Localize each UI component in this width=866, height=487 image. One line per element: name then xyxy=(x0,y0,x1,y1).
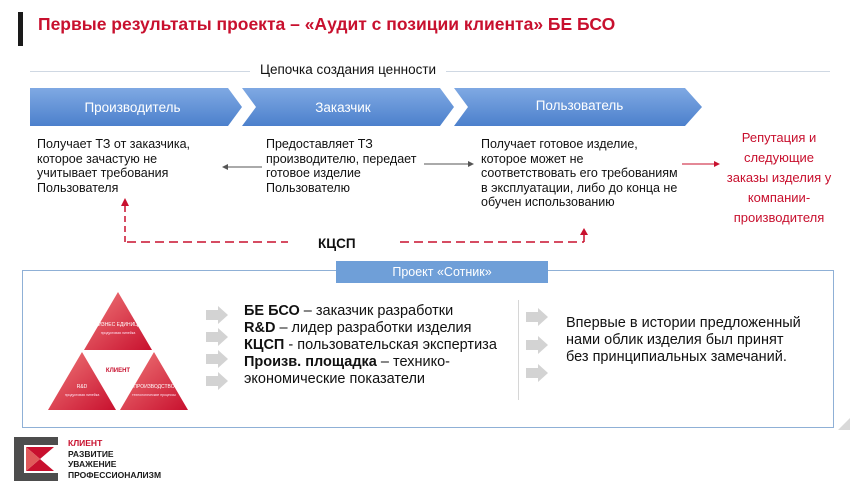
chevron-user xyxy=(454,88,702,126)
gray-arrow-icon xyxy=(206,328,228,346)
role-name: КЦСП xyxy=(244,337,285,353)
triangle-center-label: КЛИЕНТ xyxy=(106,368,131,374)
company-logo-icon xyxy=(14,437,58,481)
role-text: – заказчик разработки xyxy=(299,303,454,319)
customer-description: Предоставляет ТЗ производителю, передает… xyxy=(266,137,417,195)
chain-arrows xyxy=(30,88,702,126)
triangle-left-sub: продуктовая линейка xyxy=(65,393,100,397)
role-item: R&D – лидер разработки изделия xyxy=(244,320,514,337)
triangle-top xyxy=(84,292,152,350)
project-roles: БЕ БСО – заказчик разработки R&D – лидер… xyxy=(244,303,514,388)
arrow-up-red-icon-2 xyxy=(580,228,588,235)
triangle-top-label: БИЗНЕС ЕДИНИЦА xyxy=(95,322,142,328)
feedback-label: КЦСП xyxy=(318,236,356,251)
arrow-left-icon xyxy=(222,164,228,170)
step-user: Пользователь xyxy=(535,97,624,113)
footer-value: ПРОФЕССИОНАЛИЗМ xyxy=(68,469,162,480)
chain-label: Цепочка создания ценности xyxy=(250,62,447,77)
role-item: БЕ БСО – заказчик разработки xyxy=(244,303,514,320)
footer-value: РАЗВИТИЕ xyxy=(68,448,114,459)
arrow-right-red-icon xyxy=(714,161,720,167)
footer-values: КЛИЕНТ РАЗВИТИЕ УВАЖЕНИЕ ПРОФЕССИОНАЛИЗМ xyxy=(68,438,161,480)
column-divider xyxy=(518,300,519,400)
triangle-top-sub: продуктовая линейка xyxy=(101,331,136,335)
result-arrows xyxy=(526,308,548,382)
gray-arrow-icon xyxy=(206,350,228,368)
footer-value: УВАЖЕНИЕ xyxy=(68,459,117,469)
gray-arrow-icon xyxy=(526,308,548,326)
client-triangle-diagram: БИЗНЕС ЕДИНИЦА продуктовая линейка КЛИЕН… xyxy=(48,292,188,410)
title-accent-bar xyxy=(18,12,23,46)
gray-arrow-icon xyxy=(206,306,228,324)
triangle-right-sub: технологические процессы xyxy=(132,393,176,397)
role-name: БЕ БСО xyxy=(244,303,300,319)
step-customer: Заказчик xyxy=(315,99,371,115)
corner-fold xyxy=(838,418,850,430)
arrow-up-red-icon xyxy=(121,198,129,206)
role-item: КЦСП - пользовательская экспертиза xyxy=(244,337,514,354)
arrow-right-icon xyxy=(468,161,474,167)
role-text: – технико-экономические показатели xyxy=(244,354,450,387)
gray-arrow-icon xyxy=(206,372,228,390)
triangle-right-label: ПРОИЗВОДСТВО xyxy=(133,384,174,390)
role-arrows xyxy=(206,306,228,390)
triangle-right xyxy=(120,352,188,410)
step-producer: Производитель xyxy=(84,99,181,115)
project-tab: Проект «Сотник» xyxy=(336,261,548,283)
triangle-left-label: R&D xyxy=(77,384,88,390)
role-item: Произв. площадка – технико-экономические… xyxy=(244,354,514,388)
footer-value: КЛИЕНТ xyxy=(68,438,103,448)
slide-title: Первые результаты проекта – «Аудит с поз… xyxy=(38,14,616,34)
chevron-customer xyxy=(242,88,454,126)
role-text: - пользовательская экспертиза xyxy=(284,337,497,353)
chevron-producer xyxy=(30,88,242,126)
role-name: R&D xyxy=(244,320,276,336)
role-name: Произв. площадка xyxy=(244,354,377,370)
outcome-text: Репутация и следующие заказы изделия у к… xyxy=(726,130,832,225)
gray-arrow-icon xyxy=(526,336,548,354)
producer-description: Получает ТЗ от заказчика, которое зачаст… xyxy=(37,137,191,195)
triangle-left xyxy=(48,352,116,410)
gray-arrow-icon xyxy=(526,364,548,382)
flow-connectors xyxy=(121,161,720,243)
user-description: Получает готовое изделие, которое может … xyxy=(481,137,678,209)
role-text: – лидер разработки изделия xyxy=(275,320,472,336)
triangle-center xyxy=(84,352,152,410)
project-result: Впервые в истории предложенный нами обли… xyxy=(566,315,801,365)
